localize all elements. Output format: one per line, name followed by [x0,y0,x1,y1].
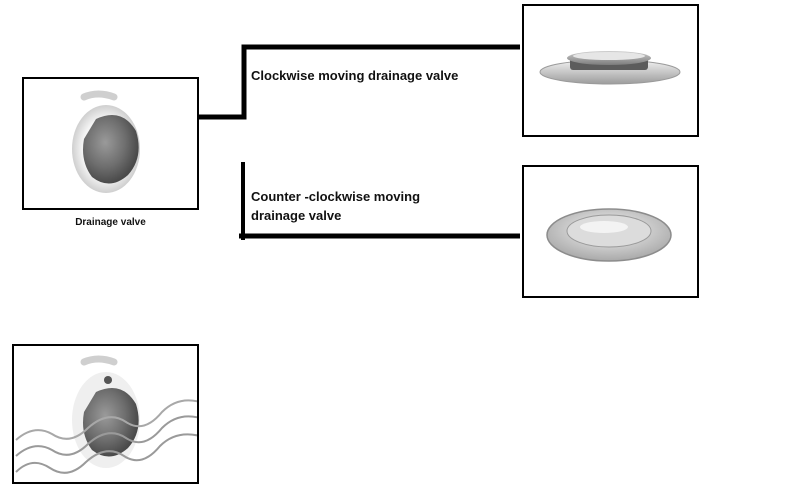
clockwise-valve-panel [522,4,699,137]
drainage-valve-image [72,90,140,193]
counter-clockwise-valve-image [546,208,672,262]
clockwise-connector [198,44,520,120]
clockwise-label: Clockwise moving drainage valve [251,68,459,83]
counter-clockwise-valve-panel [522,165,699,298]
counter-clockwise-label-line-2: drainage valve [251,208,342,223]
drainage-valve-panel [22,77,199,210]
counter-clockwise-label-line-1: Counter -clockwise moving [251,189,421,204]
valve-water-flow-panel [12,344,199,484]
main-caption: Drainage valve [75,217,146,228]
clockwise-valve-image [539,51,681,85]
valve-water-flow-image [15,355,197,474]
